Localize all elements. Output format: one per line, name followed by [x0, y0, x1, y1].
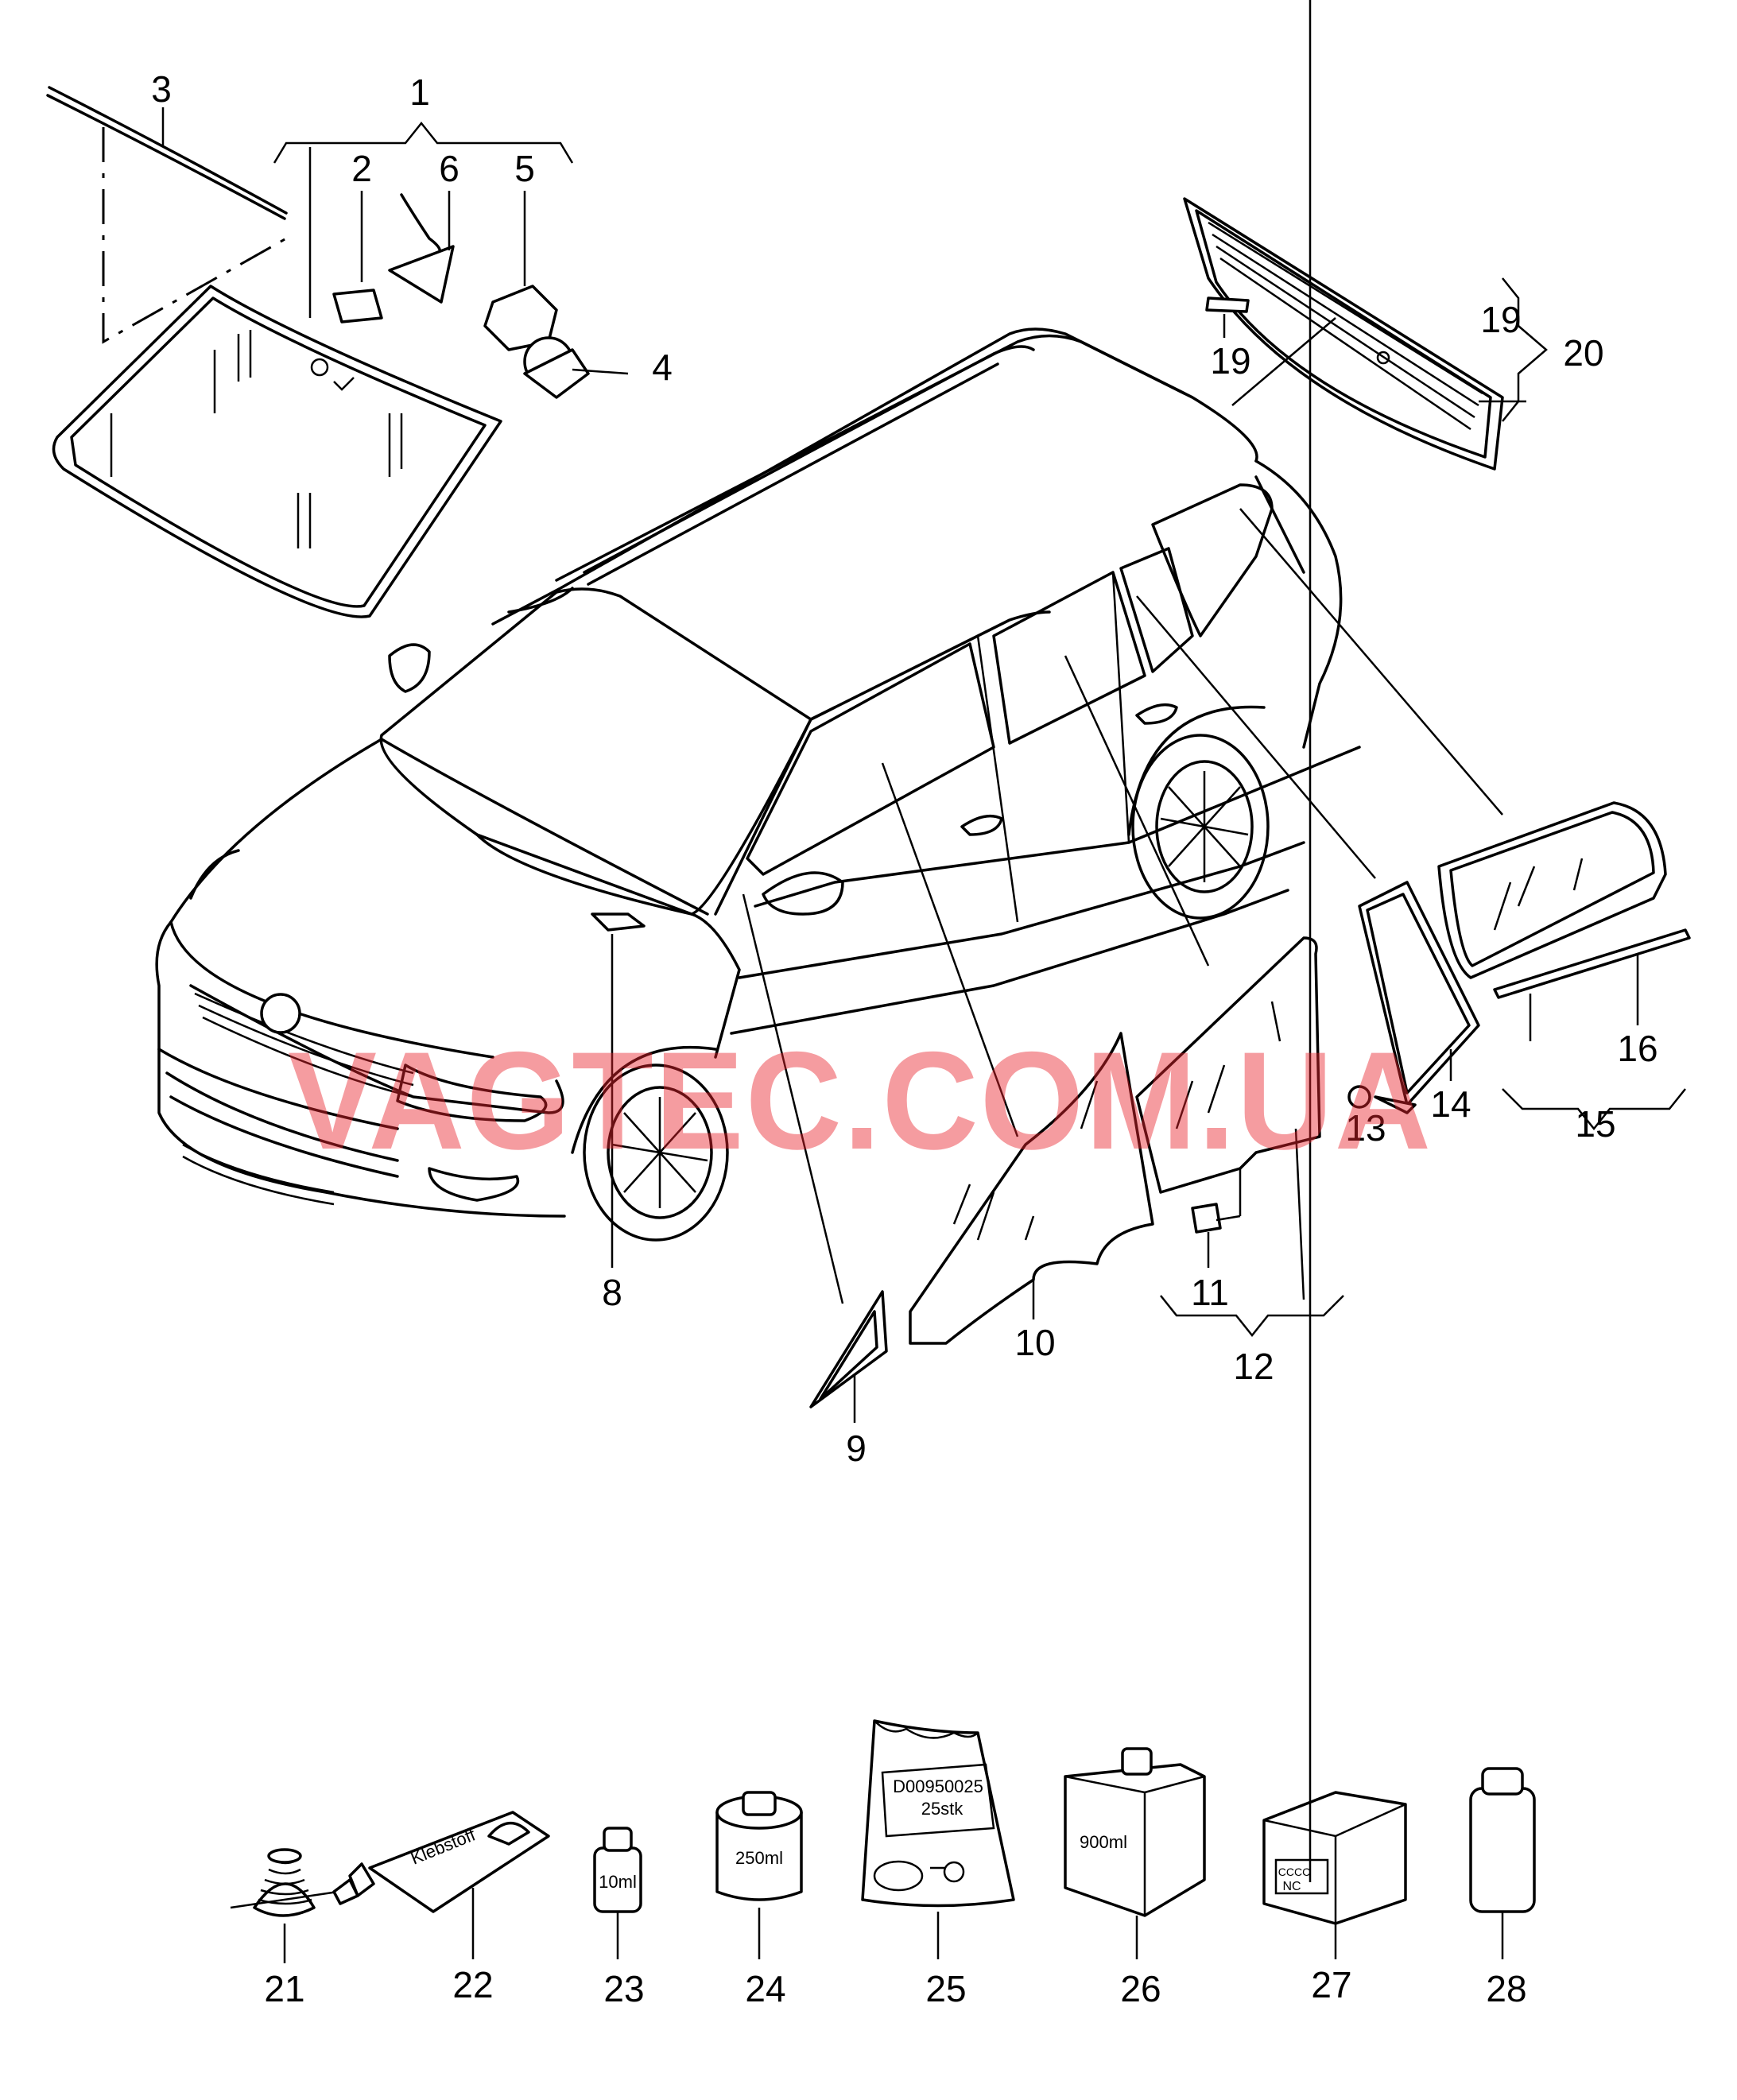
part-15-side-glass	[1239, 508, 1691, 1041]
callout-15: 15	[1575, 1103, 1615, 1145]
box-27-line1: CCCC	[1278, 1866, 1310, 1878]
part-3-trim-strip	[46, 86, 288, 344]
part-20-rear-window	[1183, 197, 1526, 471]
bag-25-line2: 25stk	[921, 1799, 964, 1819]
box-27-line2: NC	[1282, 1880, 1301, 1893]
callout-10: 10	[1014, 1322, 1055, 1363]
callout-8: 8	[602, 1272, 622, 1313]
callout-16: 16	[1617, 1028, 1658, 1069]
callout-2: 2	[351, 148, 372, 189]
sensor-parts	[332, 193, 629, 399]
callout-4: 4	[652, 347, 673, 388]
bottle-26-label: 900ml	[1080, 1832, 1127, 1852]
part-21-sealing-cord	[230, 1848, 339, 1963]
part-12-rear-door-glass	[1064, 655, 1321, 1300]
callout-9: 9	[846, 1428, 867, 1469]
bottle-23-label: 10ml	[599, 1872, 637, 1892]
callout-11: 11	[1191, 1272, 1229, 1313]
callout-19a: 19	[1210, 340, 1250, 382]
callout-20: 20	[1563, 332, 1603, 374]
watermark-text: VAGTEC.COM.UA	[288, 1024, 1433, 1179]
callout-1: 1	[409, 72, 430, 113]
part-22-adhesive-tube: Klebstoff	[332, 1811, 550, 1959]
callout-26: 26	[1120, 1968, 1161, 2009]
callout-6: 6	[439, 148, 459, 189]
part-23-small-bottle: 10ml	[593, 1827, 642, 1959]
callout-22: 22	[452, 1964, 493, 2005]
callout-21: 21	[264, 1968, 304, 2009]
brackets	[161, 107, 1686, 1338]
part-25-bag: D00950025 25stk	[861, 1719, 1015, 1959]
car-illustration	[155, 327, 1361, 1242]
part-10-front-door-glass	[881, 762, 1154, 1345]
callout-24: 24	[745, 1968, 785, 2009]
can-24-label: 250ml	[735, 1848, 783, 1868]
callout-12: 12	[1233, 1346, 1274, 1387]
bag-25-line1: D00950025	[893, 1776, 983, 1796]
callout-5: 5	[514, 148, 535, 189]
callout-28: 28	[1486, 1968, 1526, 2009]
callout-27: 27	[1311, 1964, 1351, 2005]
windshield-glass	[52, 285, 502, 618]
part-26-bottle: 900ml	[1064, 1747, 1206, 1959]
callout-19b: 19	[1480, 299, 1521, 340]
part-27-box: CCCC NC	[1262, 0, 1407, 1959]
callout-13: 13	[1345, 1107, 1386, 1149]
callout-numbers: 1 2 3 4 5 6 8 9 10 11 12 13 14 15 16 19 …	[151, 68, 1658, 2009]
callout-23: 23	[603, 1968, 644, 2009]
callout-25: 25	[925, 1968, 966, 2009]
callout-3: 3	[151, 68, 172, 110]
part-24-primer-can: 250ml	[715, 1791, 803, 1959]
part-28-tall-bottle	[1469, 1767, 1536, 1959]
part-9-quarter-glass	[742, 893, 888, 1423]
part-14-rear-quarter-glass	[1136, 595, 1480, 1114]
callout-14: 14	[1430, 1083, 1471, 1125]
